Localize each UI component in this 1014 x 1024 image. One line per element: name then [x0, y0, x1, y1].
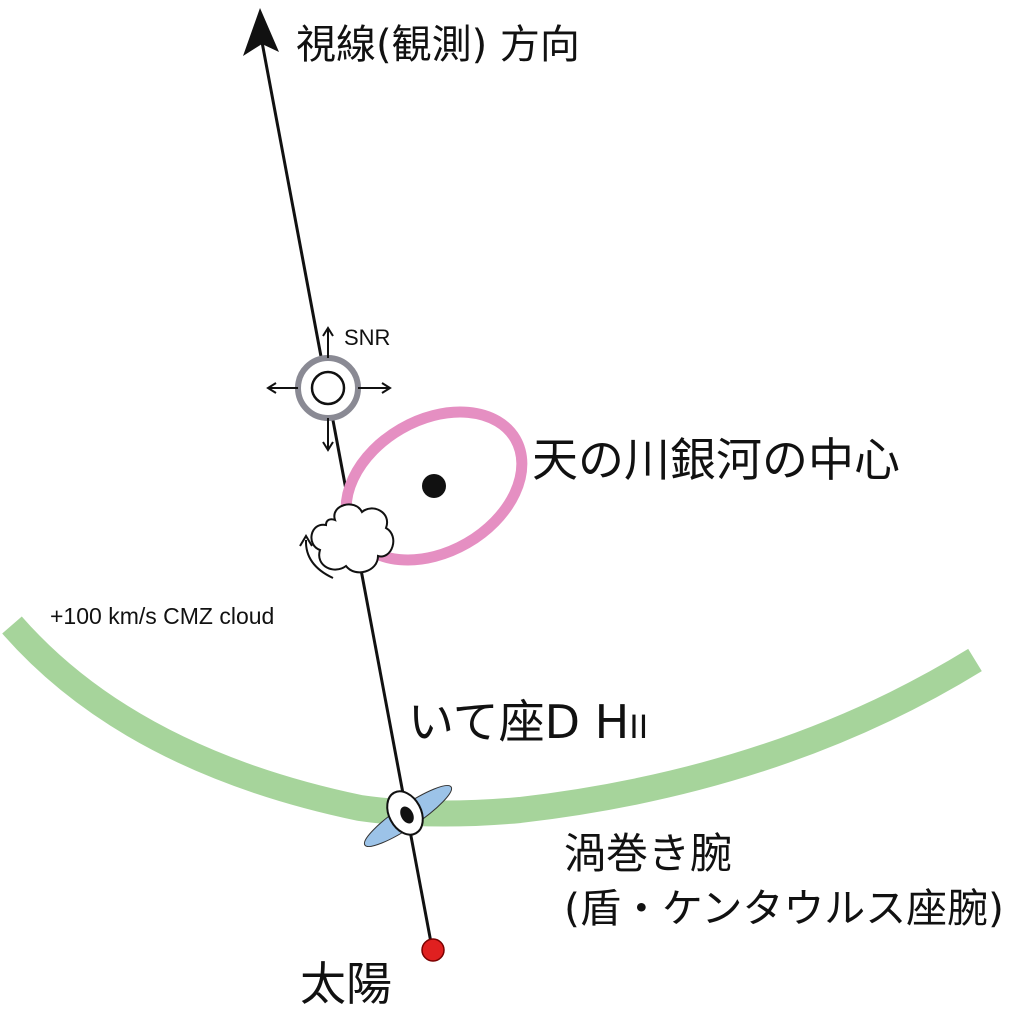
cloud-icon — [310, 503, 395, 574]
line-of-sight-label: 視線(観測) 方向 — [296, 22, 580, 68]
dot-icon — [421, 938, 445, 962]
cmz-cloud-label: +100 km/s CMZ cloud — [50, 603, 274, 629]
sgr-d-source — [363, 785, 453, 847]
galactic-center-label: 天の川銀河の中心 — [532, 433, 900, 487]
spiral-arm-detail-label: (盾・ケンタウルス座腕) — [564, 886, 1004, 932]
arrowhead-icon — [243, 8, 279, 56]
sgr-d-label-main: いて座D H — [408, 695, 629, 749]
sgr-d-label-roman: II — [629, 708, 648, 746]
snr-label: SNR — [344, 325, 390, 350]
spiral-arm-label: 渦巻き腕 — [564, 829, 732, 878]
sun-label: 太陽 — [300, 957, 392, 1011]
spiral-arm-band — [2, 616, 982, 827]
rotation-arrow — [299, 534, 334, 579]
ring-icon — [266, 326, 392, 452]
galactic-center-dot — [422, 474, 446, 498]
sgr-d-label: いて座D HII — [408, 695, 648, 749]
